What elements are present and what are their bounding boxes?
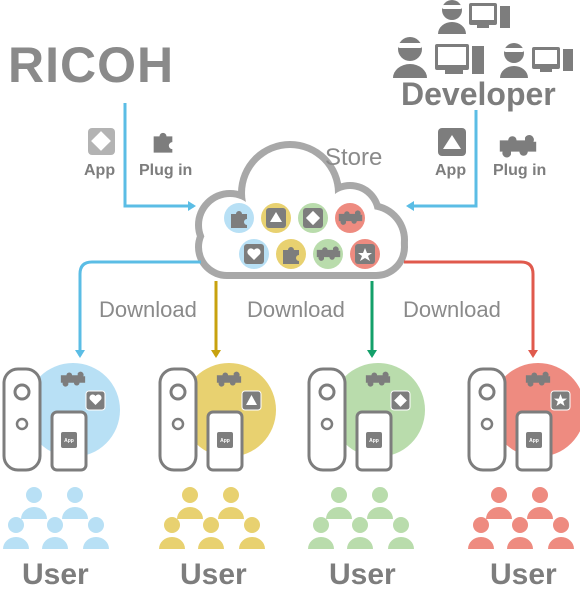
developer-person-right (500, 43, 573, 78)
developer-person-left (393, 37, 484, 78)
left-app-icon (88, 128, 115, 155)
triangle-app-icon (241, 390, 262, 411)
cloud-app-token-yellow (261, 203, 291, 233)
cloud-app-token-blue (239, 239, 269, 269)
user-group-4: App (467, 363, 580, 549)
user-group-2: App (158, 363, 276, 549)
user-groups: App App App App (2, 363, 580, 549)
left-plugin-icon (153, 132, 173, 153)
star-app-icon (550, 390, 571, 411)
people-group-icon (159, 487, 265, 549)
user-label-3: User (329, 558, 396, 591)
developer-to-store-arrow (406, 110, 478, 211)
store-label: Store (325, 144, 383, 171)
phone-app-badge: App (64, 438, 74, 444)
left-plugin-label: Plug in (139, 162, 193, 179)
cloud-plugin-token-blue (224, 203, 254, 233)
people-group-icon (308, 487, 414, 549)
user-label-2: User (180, 558, 247, 591)
cloud-plugin-token-yellow (276, 239, 306, 269)
user-circle (182, 363, 276, 457)
theta-camera-icon (158, 367, 198, 472)
download-label-2: Download (247, 297, 345, 322)
theta-camera-icon (467, 367, 507, 472)
user-circle (331, 363, 425, 457)
developer-person-top (438, 0, 510, 34)
developer-label: Developer (401, 76, 556, 112)
people-group-icon (3, 487, 109, 549)
user-circle (491, 363, 580, 457)
user-label-1: User (22, 558, 89, 591)
user-group-3: App (307, 363, 425, 549)
right-plugin-icon (499, 135, 537, 158)
download-arrow-blue (75, 260, 201, 358)
user-circle (26, 363, 120, 457)
theta-camera-icon (2, 367, 42, 472)
smartphone-icon: App (206, 410, 244, 472)
people-group-icon (468, 487, 574, 549)
phone-app-badge: App (369, 438, 379, 444)
smartphone-icon: App (355, 410, 393, 472)
download-label-1: Download (99, 297, 197, 322)
user-group-1: App (2, 363, 120, 549)
phone-app-badge: App (529, 438, 539, 444)
cloud-app-token-green (298, 203, 328, 233)
left-app-label: App (84, 162, 116, 179)
ricoh-to-store-arrow (123, 103, 196, 211)
download-label-3: Download (403, 297, 501, 322)
user-label-4: User (490, 558, 557, 591)
right-plugin-label: Plug in (493, 162, 547, 179)
right-app-label: App (435, 162, 467, 179)
phone-app-badge: App (220, 438, 230, 444)
cloud-plugin-token-red (335, 203, 365, 233)
diamond-app-icon (390, 390, 411, 411)
ricoh-logo: RICOH (8, 37, 175, 93)
developer-icon (393, 0, 573, 78)
heart-app-icon (85, 390, 106, 411)
smartphone-icon: App (515, 410, 553, 472)
theta-camera-icon (307, 367, 347, 472)
cloud-app-token-red (350, 239, 380, 269)
right-app-icon (438, 128, 466, 156)
download-arrow-red (404, 260, 538, 358)
smartphone-icon: App (50, 410, 88, 472)
cloud-plugin-token-green (313, 239, 343, 269)
